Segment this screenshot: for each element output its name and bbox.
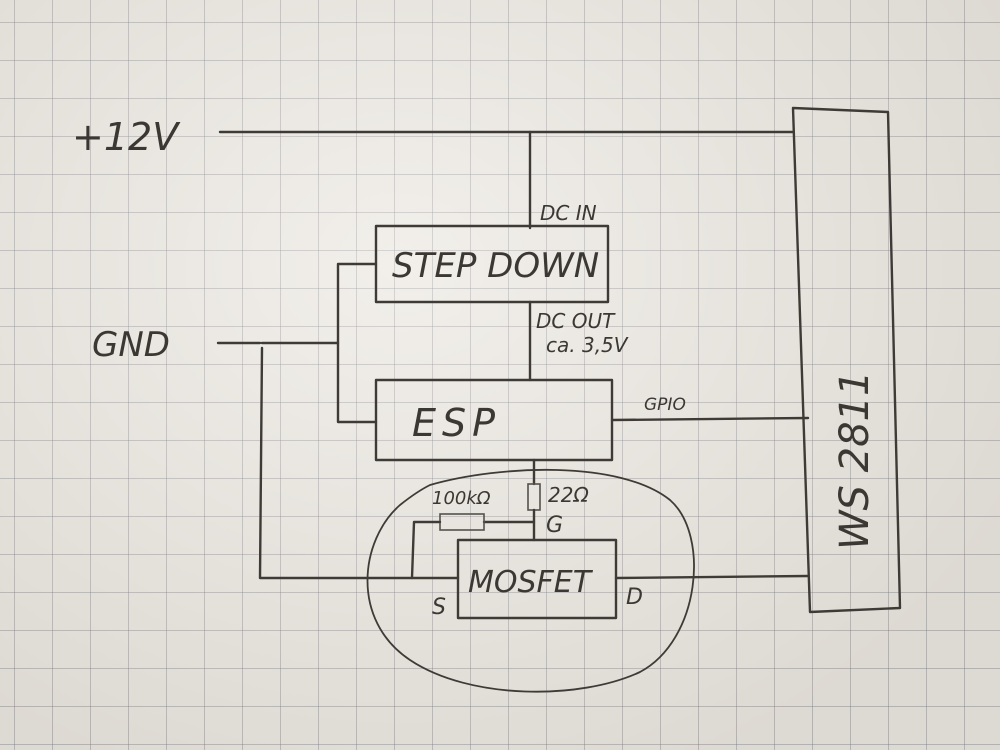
dc-out-label: DC OUT xyxy=(536,309,616,333)
pulldown-resistor xyxy=(439,513,485,531)
ws2811-strip xyxy=(791,106,902,614)
step-down-block xyxy=(374,224,610,304)
mosfet-highlight-circle xyxy=(366,468,695,693)
source-pin-label: S xyxy=(432,595,446,620)
esp-block xyxy=(374,378,614,462)
gate-pin-label: G xyxy=(546,513,563,538)
gnd-to-esp-wire xyxy=(336,341,378,424)
esp-label: ESP xyxy=(412,401,501,445)
gnd-to-stepdown-wire xyxy=(260,262,378,345)
gnd-label: GND xyxy=(92,325,170,365)
gpio-wire xyxy=(610,416,810,422)
gnd-rail-left xyxy=(258,346,414,580)
ws2811-label: WS 2811 xyxy=(832,371,878,550)
mosfet-label: MOSFET xyxy=(468,565,594,600)
gate-resistor xyxy=(527,483,541,511)
gate-resistor-label: 22Ω xyxy=(548,483,589,507)
plus12v-label: +12V xyxy=(72,115,181,159)
dc-out-voltage-label: ca. 3,5V xyxy=(546,333,629,357)
dc-in-label: DC IN xyxy=(540,201,597,225)
step-down-label: STEP DOWN xyxy=(392,246,599,286)
gpio-label: GPIO xyxy=(644,395,686,415)
pulldown-wire-left xyxy=(410,520,460,580)
pulldown-resistor-label: 100kΩ xyxy=(432,488,491,509)
drain-pin-label: D xyxy=(626,585,643,610)
drain-wire xyxy=(614,574,810,580)
